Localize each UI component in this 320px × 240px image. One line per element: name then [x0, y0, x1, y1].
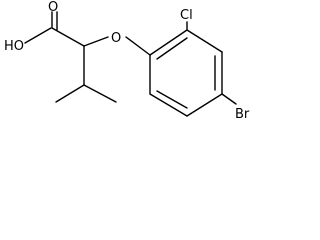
atom-label-o-ether: O — [111, 31, 121, 46]
chemical-structure: HO O O Cl Br — [4, 0, 250, 122]
atom-label-ho: HO — [4, 39, 24, 54]
bond-ch-me2 — [83, 84, 117, 103]
ring-double-3 — [156, 90, 188, 109]
ring-double-1 — [156, 37, 188, 60]
ring-bond-1 — [149, 29, 188, 56]
bond-ring-br — [221, 93, 237, 105]
atom-labels: HO O O Cl Br — [4, 0, 250, 122]
bond-calpha-o — [83, 36, 109, 47]
atom-label-br: Br — [235, 107, 250, 122]
bond-o-ring — [125, 36, 151, 56]
bonds — [24, 11, 237, 117]
ring-bond-4 — [186, 93, 223, 117]
bond-ch-me1 — [55, 84, 85, 103]
bond-ho-c — [24, 27, 52, 44]
atom-label-cl: Cl — [180, 8, 193, 23]
bond-c-calpha — [51, 27, 85, 47]
ring-bond-2 — [186, 29, 223, 53]
ring-bond-5 — [149, 93, 188, 117]
atom-label-o-carbonyl: O — [48, 0, 58, 15]
